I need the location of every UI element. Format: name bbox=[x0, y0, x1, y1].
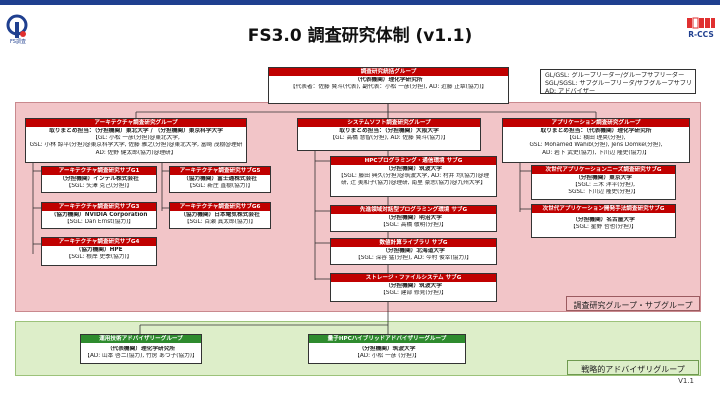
sys-subgroup-box: 先進領域対話型プログラミング環境 サブG （分担機関）明治大学 【SGL: 高橋… bbox=[330, 205, 497, 232]
legend-line: SGL/SGSL: サブグループリーダ/サブグループサブリーダー bbox=[545, 80, 691, 88]
advisory-org: （分担機関）筑波大学 bbox=[358, 346, 416, 352]
app-group-box: アプリケーション調査研究グループ 取りまとめ担当：（代表機関）理化学研究所 【G… bbox=[502, 118, 690, 163]
arch-subgroup-title: アーキテクチャ調査研究サブG6 bbox=[170, 203, 270, 211]
arch-subgroup-title: アーキテクチャ調査研究サブG4 bbox=[42, 238, 156, 246]
subgroup-org: （分担機関）北海道大学 bbox=[382, 248, 445, 254]
app-lead: 取りまとめ担当：（代表機関）理化学研究所 bbox=[540, 128, 652, 134]
arch-subgroup-title: アーキテクチャ調査研究サブG3 bbox=[42, 203, 156, 211]
sys-subgroup-box: HPCプログラミング・通信環境 サブG （分担機関）筑波大学 【SGL: 藤田 … bbox=[330, 156, 497, 197]
sys-subgroup-box: ストレージ・ファイルシステム サブG （分担機関）筑波大学 【SGL: 建部 修… bbox=[330, 273, 497, 302]
arch-group-title: アーキテクチャ調査研究グループ bbox=[26, 119, 246, 127]
rccs-logo-text: R-CCS bbox=[688, 30, 714, 39]
app-gsl: GSL: Mohamed Wahib(分担), Jens Domke(分担), bbox=[529, 142, 663, 149]
advisory-members: 【AD: 小松 一彦 (分担)】 bbox=[354, 353, 420, 360]
subgroup-org: （分担機関）名古屋大学 bbox=[572, 217, 635, 223]
legend-box: GL/GSL: グループリーダー/グループサブリーダー SGL/SGSL: サブ… bbox=[540, 69, 696, 96]
subgroup-members: 【SGL: 藤田 典久(分担)@筑波大学, AD: 村井 均(協力)@理 bbox=[337, 173, 490, 180]
subgroup-members: 【SGL: 建部 修見(分担)】 bbox=[380, 290, 447, 297]
arch-gsl: GSL: 小林 諒平(分担)@東京科学大学, 佐藤 雅之(分担)@東北大学, 富… bbox=[29, 142, 243, 149]
subgroup-members: 【SGL: 星野 哲也(分担)】 bbox=[570, 224, 637, 231]
arch-subgroup-box: アーキテクチャ調査研究サブG3 （協力機関）NVIDIA Corporation… bbox=[41, 202, 157, 229]
oversight-members: 【代表者：佐藤 賢斗(代表), 副代表：小松 一彦(分担), AD: 近藤 正章… bbox=[289, 84, 488, 91]
subgroup-members: 【SGL: 矢澤 克己(分担)】 bbox=[65, 183, 133, 190]
arch-ad: AD: 佐野 健太郎(協力)@理研】 bbox=[95, 149, 177, 156]
subgroup-org: （協力機関）日本電気株式会社 bbox=[180, 212, 260, 218]
subgroup-members: 【SGL: 根岸 史季(協力)】 bbox=[65, 254, 133, 261]
sys-subgroup-title: HPCプログラミング・通信環境 サブG bbox=[331, 157, 496, 165]
app-group-title: アプリケーション調査研究グループ bbox=[503, 119, 689, 127]
fs-logo-icon bbox=[6, 14, 28, 38]
arch-subgroup-box: アーキテクチャ調査研究サブG5 （協力機関）富士通株式会社 【SGL: 新庄 直… bbox=[169, 166, 271, 193]
subgroup-org: （協力機関）HPE bbox=[75, 247, 123, 253]
subgroup-org: （協力機関）富士通株式会社 bbox=[183, 176, 257, 182]
version-label: V1.1 bbox=[678, 377, 694, 385]
sys-members: 【GL: 高橋 慧智(分担), AD: 佐藤 賢斗(協力)】 bbox=[329, 135, 449, 142]
oversight-rep-org: （代表機関）理化学研究所 bbox=[354, 77, 423, 83]
subgroup-members: 【SGL: 高橋 敬明(分担)】 bbox=[380, 222, 447, 229]
legend-line: GL/GSL: グループリーダー/グループサブリーダー bbox=[545, 72, 685, 79]
sys-lead: 取りまとめ担当：（分担機関）大阪大学 bbox=[339, 128, 439, 134]
arch-subgroup-title: アーキテクチャ調査研究サブG5 bbox=[170, 167, 270, 175]
arch-group-box: アーキテクチャ調査研究グループ 取りまとめ担当：（分担機関）東北大学 / （分担… bbox=[25, 118, 247, 163]
app-subgroup-box: 次世代アプリケーション開発手法調査研究サブG （分担機関）名古屋大学 【SGL:… bbox=[531, 204, 676, 238]
sys-subgroup-box: 数値計算ライブラリ サブG （分担機関）北海道大学 【SGL: 深谷 猛(分担)… bbox=[330, 238, 497, 265]
subgroup-org: （分担機関）明治大学 bbox=[385, 215, 442, 221]
arch-subgroup-title: アーキテクチャ調査研究サブG1 bbox=[42, 167, 156, 175]
subgroup-org: （分担機関）東京大学 bbox=[575, 175, 632, 181]
app-ad: AD: 岩下 武史(協力), 下川辺 隆史(協力)】 bbox=[542, 149, 650, 156]
subgroup-members: 【SGL: 深谷 猛(分担), AD: 今村 俊幸(協力)】 bbox=[355, 255, 472, 262]
subgroup-org: （協力機関）NVIDIA Corporation bbox=[50, 212, 148, 218]
research-region-label: 調査研究グループ・サブグループ bbox=[566, 296, 700, 311]
advisory-members: 【AD: 山本 啓二(協力), 竹房 あつ子(協力)】 bbox=[84, 353, 198, 360]
sys-subgroup-title: 数値計算ライブラリ サブG bbox=[331, 239, 496, 247]
legend-line: AD: アドバイザー bbox=[545, 88, 596, 96]
arch-subgroup-box: アーキテクチャ調査研究サブG1 （分担機関）インテル株式会社 【SGL: 矢澤 … bbox=[41, 166, 157, 193]
rccs-logo-icon bbox=[687, 17, 715, 29]
top-bar bbox=[0, 0, 720, 5]
app-subgroup-title: 次世代アプリケーションニーズ調査研究サブG bbox=[532, 166, 675, 174]
oversight-group-title: 調査研究統括グループ bbox=[269, 68, 508, 76]
page-title: FS3.0 調査研究体制 (v1.1) bbox=[247, 26, 473, 46]
app-subgroup-box: 次世代アプリケーションニーズ調査研究サブG （分担機関）東京大学 【SGL: 三… bbox=[531, 165, 676, 200]
advisory-group-box: 運用技術アドバイザリーグループ （代表機関）理化学研究所 【AD: 山本 啓二(… bbox=[80, 334, 202, 364]
subgroup-members: SGSL: 下川辺 隆史(分担)】 bbox=[568, 189, 639, 196]
advisory-group-title: 運用技術アドバイザリーグループ bbox=[81, 335, 201, 343]
sys-subgroup-title: ストレージ・ファイルシステム サブG bbox=[331, 274, 496, 282]
subgroup-members: 研, 辻 美和子(協力)@理研, 南里 豪志(協力)@九州大学】 bbox=[341, 180, 486, 187]
advisory-group-box: 量子HPCハイブリッドアドバイザリーグループ （分担機関）筑波大学 【AD: 小… bbox=[308, 334, 466, 364]
oversight-group-box: 調査研究統括グループ （代表機関）理化学研究所 【代表者：佐藤 賢斗(代表), … bbox=[268, 67, 509, 104]
arch-gl: 【GL: 小松 一彦(分担)@東北大学, bbox=[92, 135, 180, 142]
subgroup-org: （分担機関）筑波大学 bbox=[385, 283, 442, 289]
sys-subgroup-title: 先進領域対話型プログラミング環境 サブG bbox=[331, 206, 496, 214]
sys-group-title: システムソフト調査研究グループ bbox=[298, 119, 480, 127]
fs-logo-text: FS調査 bbox=[10, 39, 26, 45]
subgroup-org: （分担機関）筑波大学 bbox=[385, 166, 442, 172]
app-subgroup-title: 次世代アプリケーション開発手法調査研究サブG bbox=[532, 205, 675, 213]
subgroup-members: 【SGL: Dan Ernst(協力)】 bbox=[63, 219, 134, 226]
sys-group-box: システムソフト調査研究グループ 取りまとめ担当：（分担機関）大阪大学 【GL: … bbox=[297, 118, 481, 151]
arch-subgroup-box: アーキテクチャ調査研究サブG6 （協力機関）日本電気株式会社 【SGL: 百瀬 … bbox=[169, 202, 271, 229]
subgroup-org: （分担機関）インテル株式会社 bbox=[59, 176, 139, 182]
subgroup-members: 【SGL: 新庄 直樹(協力)】 bbox=[186, 183, 254, 190]
arch-subgroup-box: アーキテクチャ調査研究サブG4 （協力機関）HPE 【SGL: 根岸 史季(協力… bbox=[41, 237, 157, 266]
subgroup-members: 【SGL: 三木 洋平(分担), bbox=[572, 182, 635, 189]
advisory-group-title: 量子HPCハイブリッドアドバイザリーグループ bbox=[309, 335, 465, 343]
advisory-org: （代表機関）理化学研究所 bbox=[106, 346, 176, 352]
advisory-region-label: 戦略的アドバイザリグループ bbox=[567, 360, 699, 375]
app-gl: 【GL: 横田 理央(分担), bbox=[566, 135, 626, 142]
subgroup-members: 【SGL: 百瀬 真太郎(協力)】 bbox=[183, 219, 257, 226]
arch-lead: 取りまとめ担当：（分担機関）東北大学 / （分担機関）東京科学大学 bbox=[49, 128, 223, 134]
